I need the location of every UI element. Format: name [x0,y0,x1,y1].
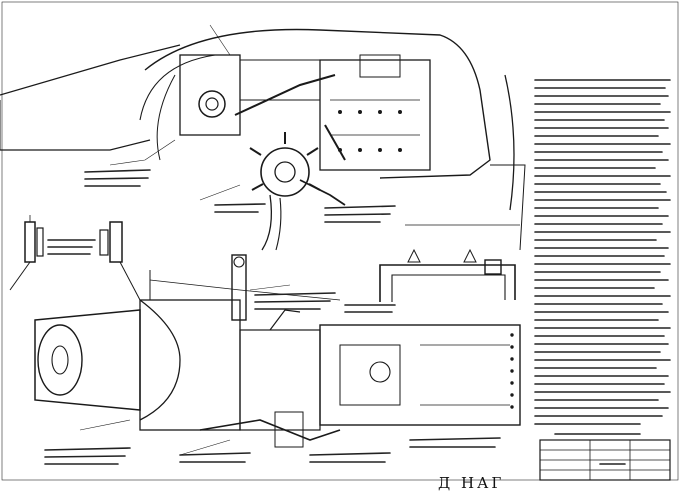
title-block [539,433,671,481]
notes-column [534,79,671,425]
callout-annotations [44,169,501,465]
sheet-border [1,1,679,481]
section-detail-a [9,215,44,291]
lower-assembly-view [34,254,521,456]
upper-assembly-view [0,24,526,251]
section-detail-b [99,221,141,301]
footer-mark: Д НАГ [438,474,505,492]
section-detail-channel [379,248,516,302]
